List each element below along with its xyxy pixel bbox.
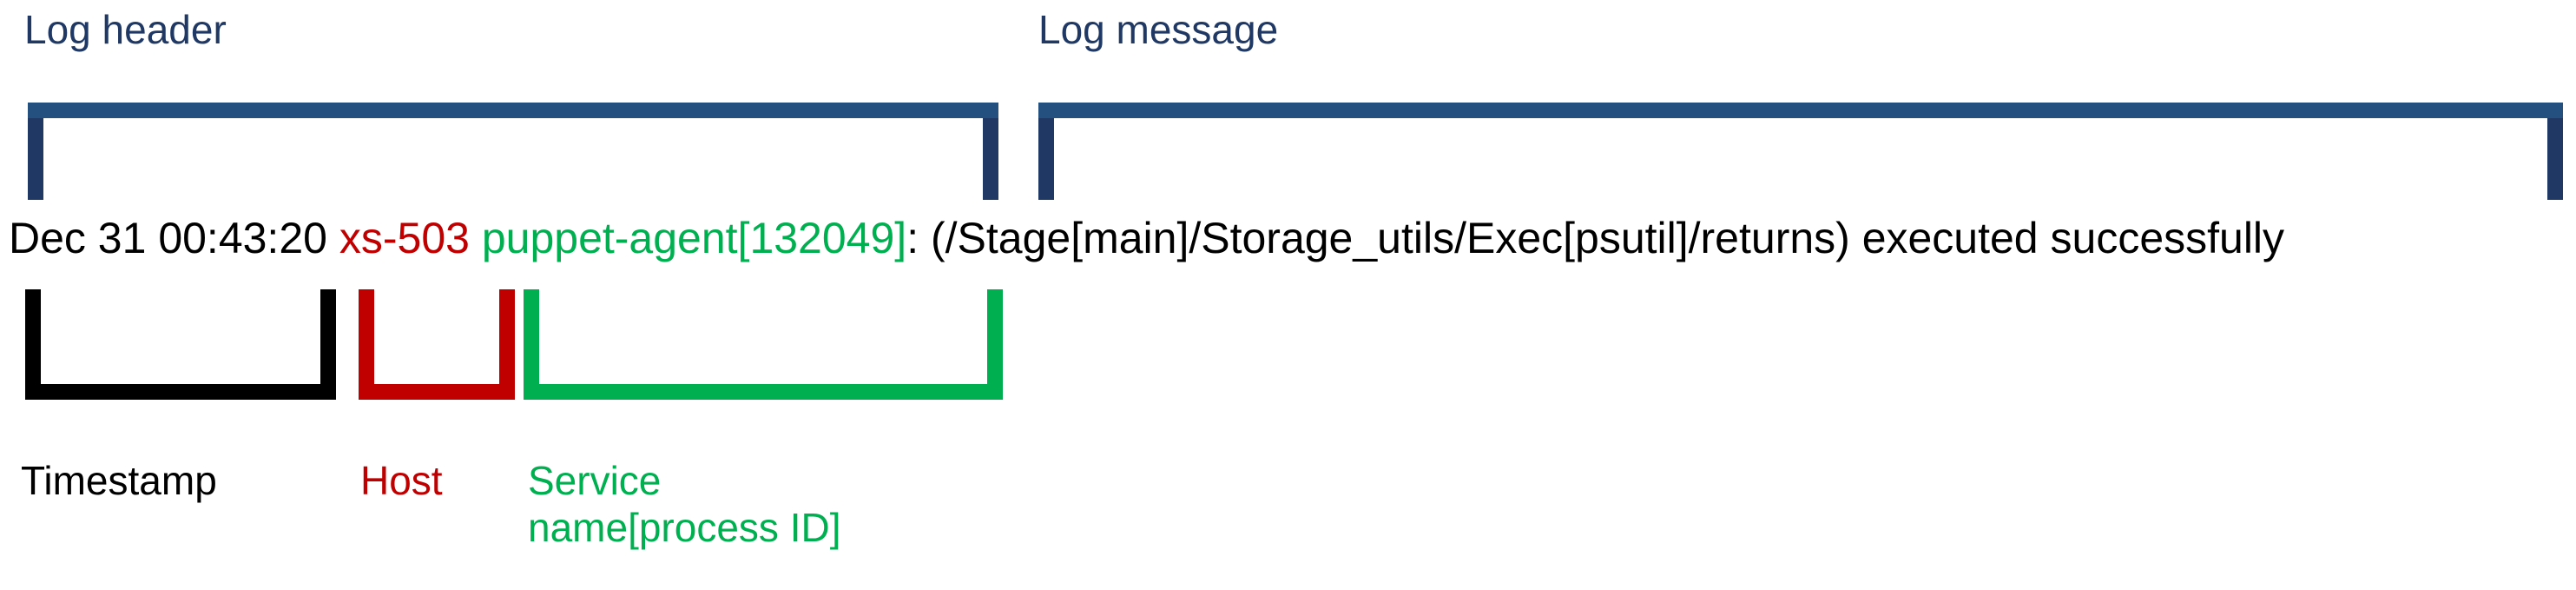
log-service-text: puppet-agent[132049] [481,214,907,262]
bracket-leg-right [2547,118,2563,200]
bracket-leg-right [320,289,336,384]
bracket-leg-left [1038,118,1054,200]
bracket-leg-left [25,289,41,384]
bracket-leg-right [987,289,1003,384]
log-space-1 [327,214,339,262]
host-bracket [359,289,515,400]
log-line: Dec 31 00:43:20 xs-503 puppet-agent[1320… [9,211,2284,265]
bracket-leg-left [28,118,43,200]
service-label-line1: Service [528,458,662,503]
bracket-leg-right [499,289,515,384]
log-host-text: xs-503 [339,214,470,262]
timestamp-label: Timestamp [21,458,217,503]
log-message-label: Log message [1038,7,1279,52]
log-header-bracket [28,103,998,200]
service-label-line2: name[process ID] [528,505,841,550]
log-message-text: (/Stage[main]/Storage_utils/Exec[psutil]… [930,214,2285,262]
log-header-label: Log header [24,7,227,52]
log-message-bracket [1038,103,2563,200]
bracket-leg-right [983,118,998,200]
log-space-2 [470,214,482,262]
bracket-leg-left [359,289,374,384]
bracket-bar [28,103,998,118]
log-timestamp-text: Dec 31 00:43:20 [9,214,327,262]
log-separator-text: : [906,214,931,262]
bracket-bar [1038,103,2563,118]
service-bracket [524,289,1003,400]
service-label: Service name[process ID] [528,457,840,551]
host-label: Host [360,458,443,503]
timestamp-bracket [25,289,336,400]
bracket-bar [25,384,336,400]
bracket-bar [359,384,515,400]
bracket-leg-left [524,289,539,384]
bracket-bar [524,384,1003,400]
